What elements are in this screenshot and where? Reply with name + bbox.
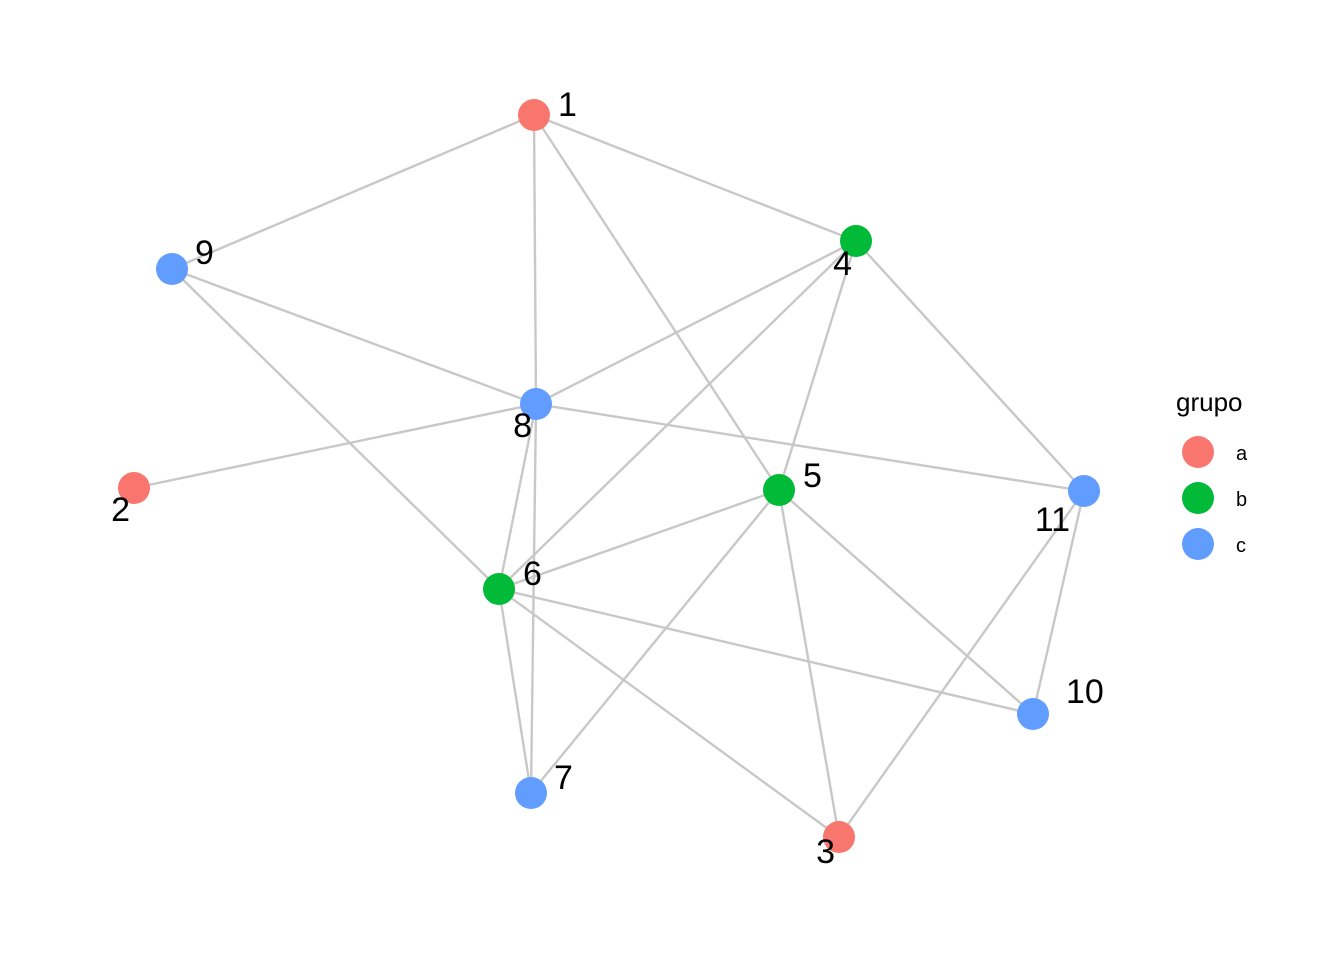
node-label-5: 5 bbox=[803, 457, 822, 495]
edge-8-2 bbox=[133, 402, 537, 490]
node-label-3: 3 bbox=[816, 833, 835, 871]
edge-11-10 bbox=[1031, 490, 1086, 715]
node-11 bbox=[1068, 475, 1100, 507]
node-2 bbox=[118, 472, 150, 504]
edge-5-3 bbox=[777, 489, 841, 838]
node-labels: 1 2 3 4 5 6 7 8 9 10 11 bbox=[111, 86, 1104, 871]
node-label-10: 10 bbox=[1066, 673, 1104, 711]
edge-8-4 bbox=[535, 239, 857, 406]
edge-5-10 bbox=[778, 489, 1034, 715]
edge-4-5 bbox=[777, 240, 858, 491]
edge-5-6 bbox=[498, 488, 780, 591]
node-8 bbox=[520, 388, 552, 420]
node-7 bbox=[515, 777, 547, 809]
node-label-6: 6 bbox=[523, 555, 542, 593]
edge-6-7 bbox=[497, 588, 533, 794]
edge-9-8 bbox=[171, 267, 537, 406]
node-10 bbox=[1017, 698, 1049, 730]
legend: grupo a b c bbox=[1176, 387, 1248, 560]
edge-1-5 bbox=[532, 114, 781, 491]
edge-8-11 bbox=[535, 402, 1085, 493]
edge-1-9 bbox=[171, 113, 535, 271]
edge-1-4 bbox=[533, 113, 857, 243]
node-1 bbox=[518, 99, 550, 131]
nodes bbox=[118, 99, 1100, 853]
node-label-8: 8 bbox=[513, 407, 532, 445]
legend-label-a: a bbox=[1236, 443, 1248, 465]
node-6 bbox=[483, 573, 515, 605]
edge-8-7 bbox=[529, 403, 538, 794]
node-label-1: 1 bbox=[558, 86, 577, 124]
edge-8-6 bbox=[497, 403, 538, 590]
legend-swatch-c bbox=[1182, 528, 1214, 560]
legend-label-c: c bbox=[1236, 535, 1246, 557]
edges bbox=[133, 113, 1086, 838]
legend-swatch-a bbox=[1182, 436, 1214, 468]
node-4 bbox=[840, 225, 872, 257]
edge-11-3 bbox=[838, 490, 1085, 838]
node-label-9: 9 bbox=[195, 234, 214, 272]
edge-6-10 bbox=[498, 587, 1034, 716]
legend-label-b: b bbox=[1236, 489, 1247, 511]
node-label-4: 4 bbox=[833, 245, 852, 283]
node-label-7: 7 bbox=[554, 759, 573, 797]
node-3 bbox=[823, 821, 855, 853]
node-9 bbox=[156, 253, 188, 285]
edge-4-11 bbox=[855, 240, 1085, 492]
legend-title: grupo bbox=[1176, 387, 1243, 417]
legend-swatch-b bbox=[1182, 482, 1214, 514]
edge-1-8 bbox=[532, 114, 538, 405]
edge-9-6 bbox=[171, 268, 500, 590]
node-label-2: 2 bbox=[111, 491, 130, 529]
edge-5-7 bbox=[530, 489, 780, 794]
node-label-11: 11 bbox=[1035, 501, 1070, 539]
edge-4-6 bbox=[498, 240, 857, 590]
node-5 bbox=[763, 474, 795, 506]
edge-6-3 bbox=[498, 588, 840, 838]
